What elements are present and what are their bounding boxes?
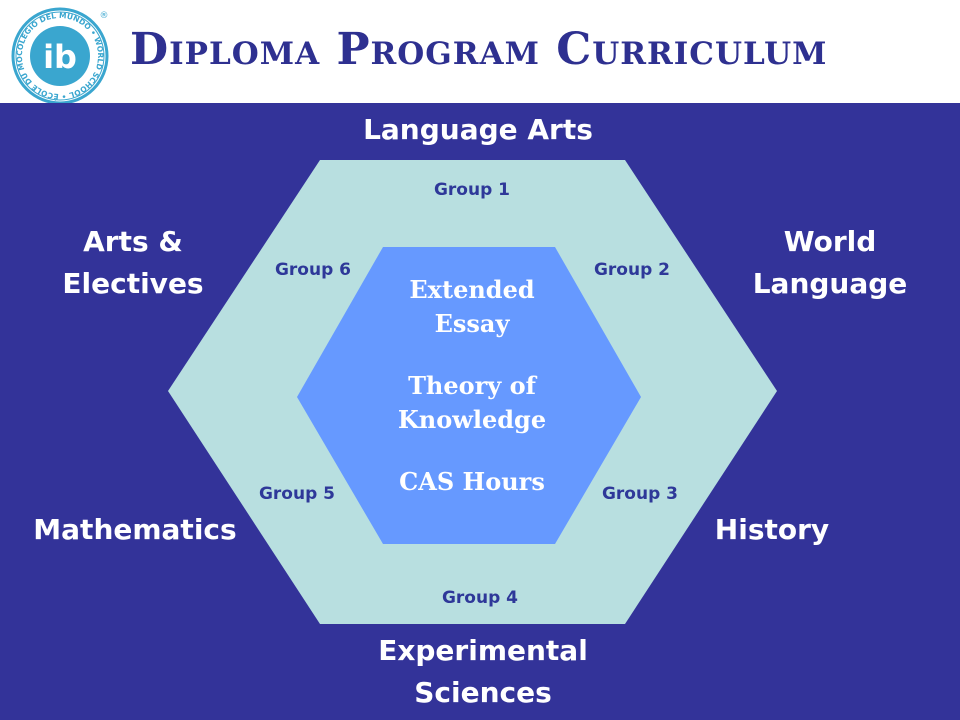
inner-hexagon xyxy=(297,247,641,544)
core-theory-of-knowledge: Theory of Knowledge xyxy=(397,371,547,434)
core-extended-essay: Extended Essay xyxy=(409,275,535,338)
group-3-label: Group 3 xyxy=(601,484,679,504)
core-cas-hours: CAS Hours xyxy=(399,467,545,496)
curriculum-diagram-panel: Language Arts Arts & Electives World Lan… xyxy=(0,103,960,720)
subject-arts-electives: Arts & Electives xyxy=(62,225,204,300)
subject-world-language: World Language xyxy=(752,225,908,300)
header: COLEGIO DEL MUNDO • WORLD SCHOOL • ÉCOLE… xyxy=(0,0,960,105)
group-4-label: Group 4 xyxy=(441,588,519,608)
subject-history: History xyxy=(714,513,830,546)
subject-language-arts: Language Arts xyxy=(363,113,593,146)
ib-logo-mark: ib xyxy=(43,38,77,76)
subject-mathematics: Mathematics xyxy=(33,513,237,546)
group-5-label: Group 5 xyxy=(258,484,336,504)
group-6-label: Group 6 xyxy=(274,260,352,280)
hexagon-diagram xyxy=(168,160,777,624)
group-2-label: Group 2 xyxy=(593,260,671,280)
page-title: Diploma Program Curriculum xyxy=(130,24,828,75)
group-1-label: Group 1 xyxy=(433,180,511,200)
registered-mark: ® xyxy=(100,11,109,21)
ib-logo-icon: COLEGIO DEL MUNDO • WORLD SCHOOL • ÉCOLE… xyxy=(10,6,109,105)
subject-experimental-sciences: Experimental Sciences xyxy=(378,634,588,709)
